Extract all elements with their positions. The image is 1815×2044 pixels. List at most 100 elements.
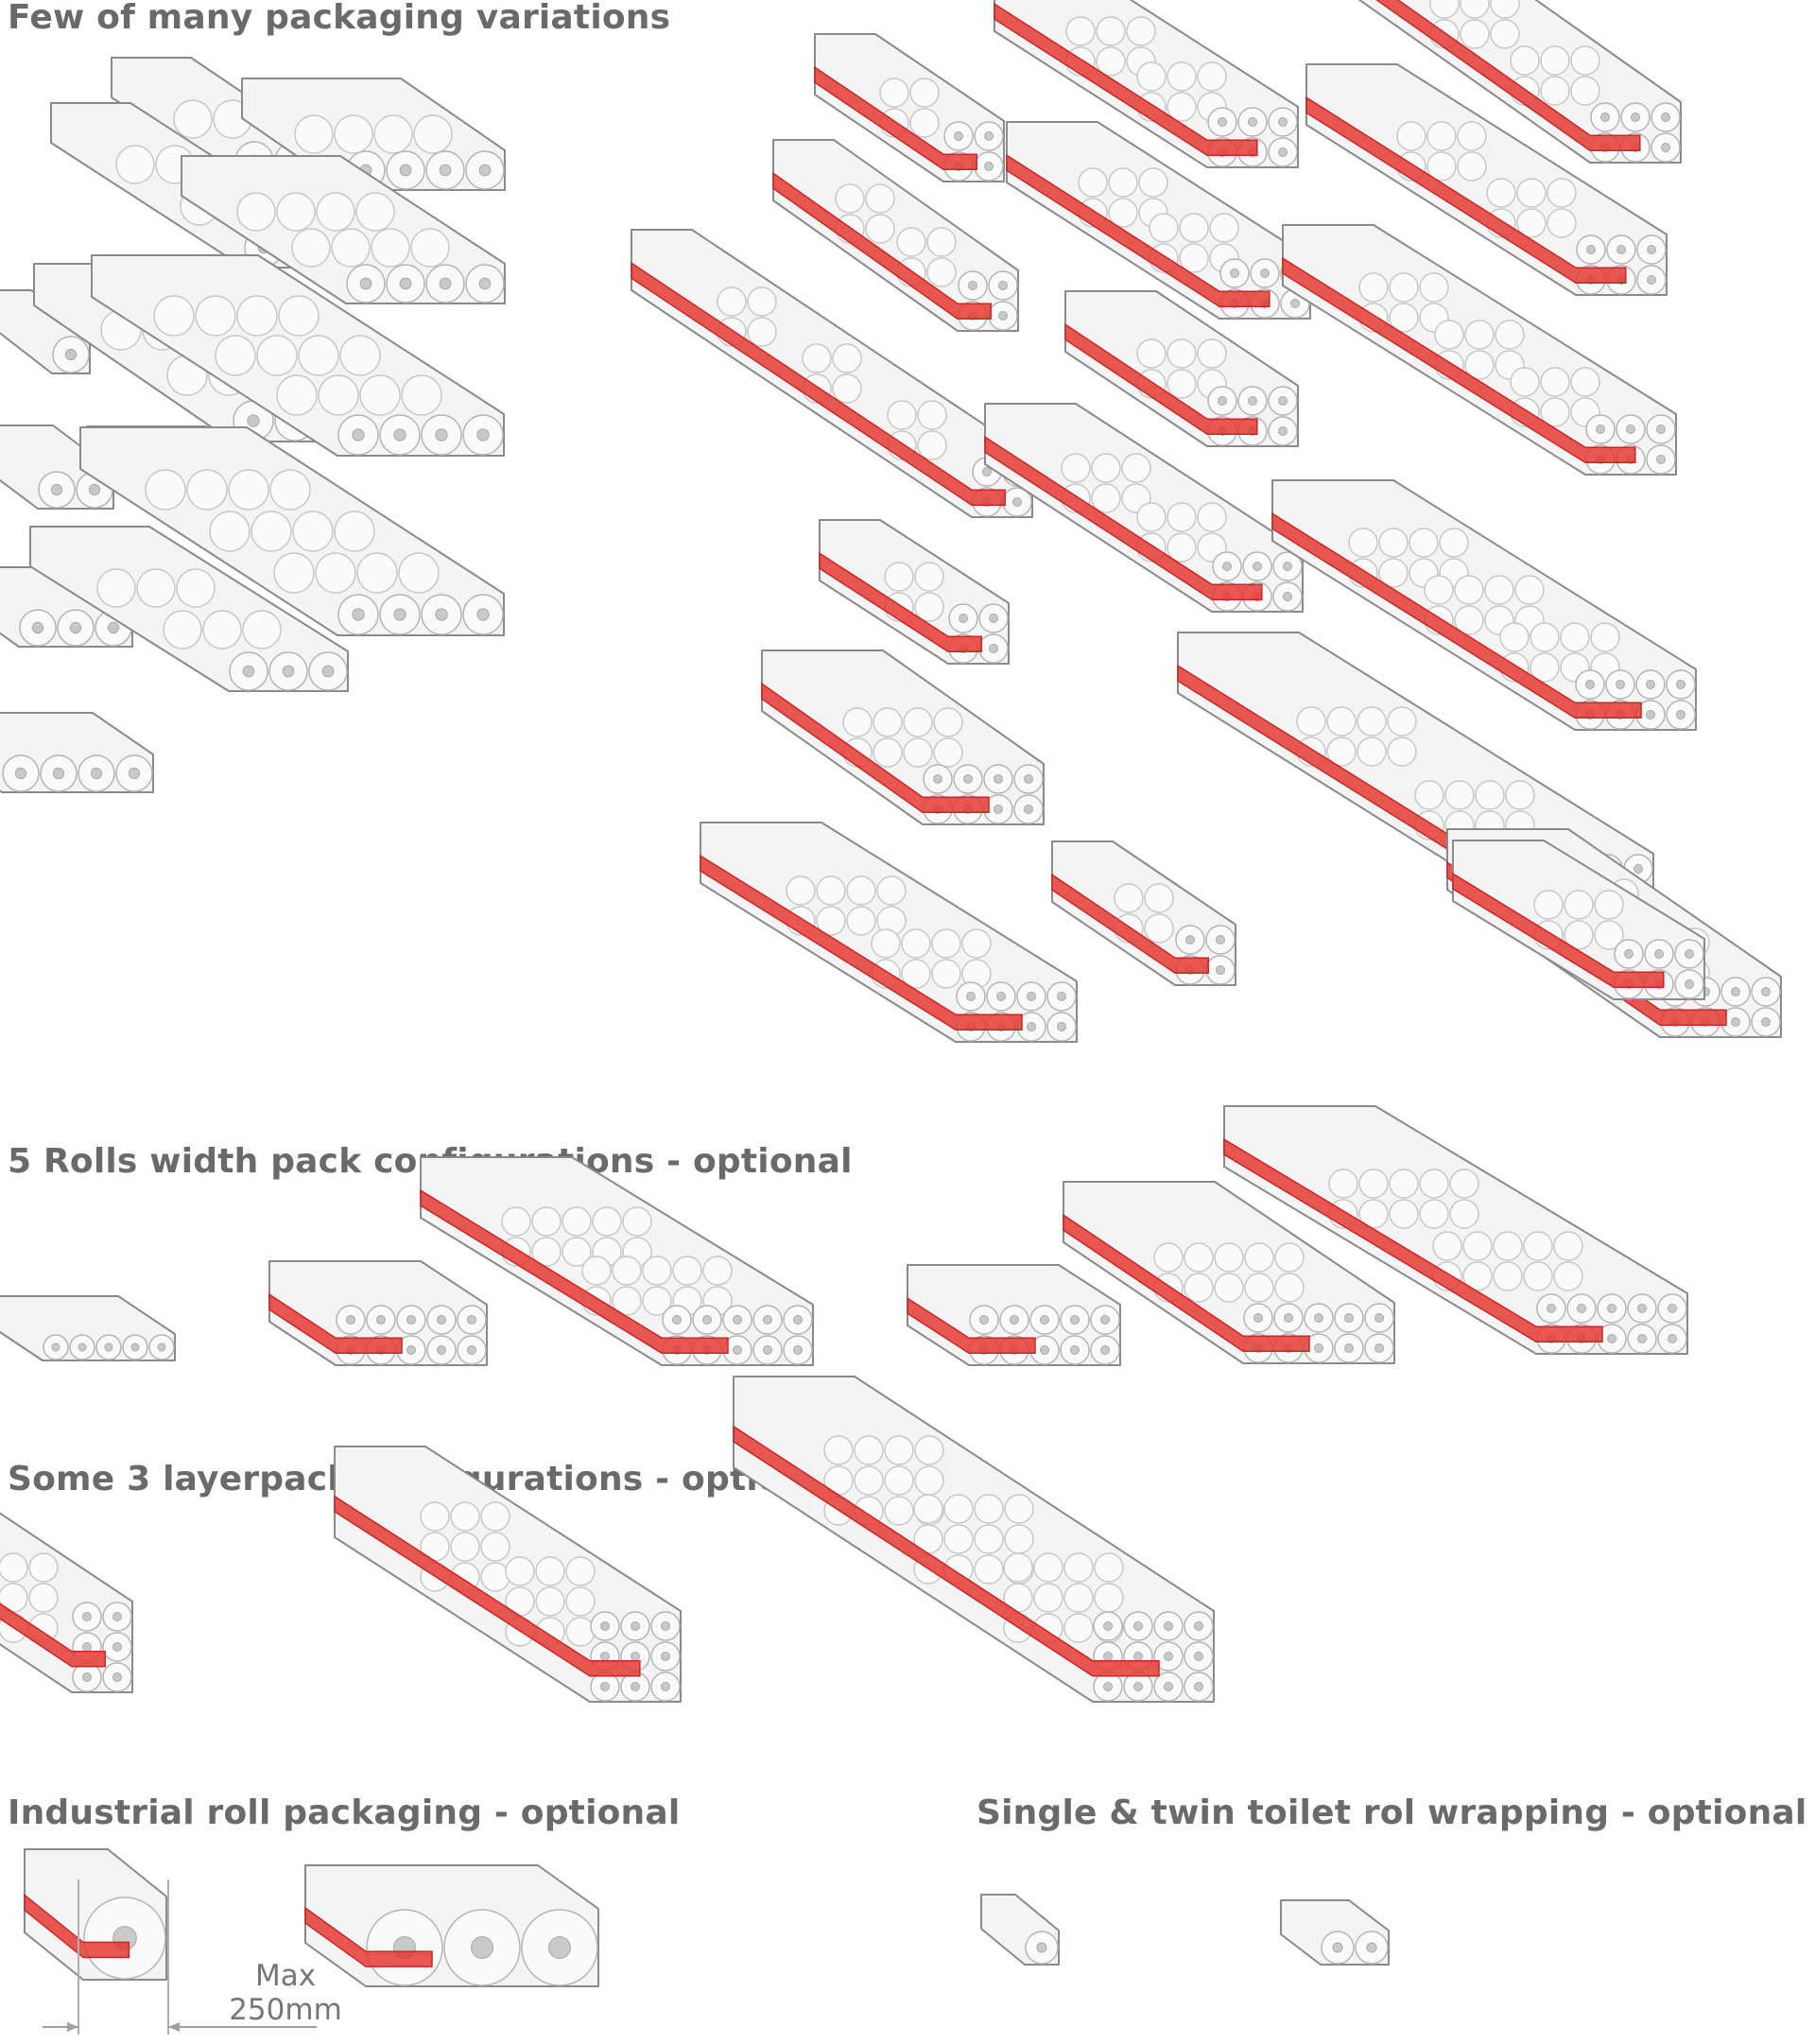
roll-core — [321, 665, 335, 678]
roll-back — [914, 1435, 944, 1465]
roll-core — [352, 428, 365, 442]
roll-pack — [819, 519, 1010, 665]
roll-core — [471, 1936, 493, 1959]
roll-back — [622, 1206, 652, 1237]
roll-back — [256, 335, 298, 376]
roll-core — [1103, 1652, 1113, 1661]
roll-core — [406, 1345, 416, 1355]
roll-core — [733, 1315, 742, 1325]
roll-back — [1419, 1169, 1449, 1199]
roll-core — [478, 277, 492, 290]
roll-back — [1553, 1231, 1583, 1261]
roll-back — [1184, 1242, 1214, 1273]
roll-back — [823, 1435, 854, 1465]
roll-back — [28, 1552, 59, 1583]
roll-back — [1464, 320, 1495, 350]
roll-back — [1424, 575, 1454, 605]
roll-back — [1096, 46, 1126, 77]
film-wrap — [1305, 63, 1668, 296]
roll-core — [702, 1315, 712, 1325]
roll-pack — [1051, 840, 1236, 986]
roll-core — [478, 164, 492, 177]
roll-core — [1024, 805, 1033, 814]
roll-core — [1133, 1652, 1143, 1661]
roll-back — [1540, 76, 1570, 106]
roll-core — [1218, 396, 1227, 406]
roll-back — [832, 373, 862, 404]
roll-pack — [907, 1264, 1121, 1366]
roll-back — [926, 257, 957, 287]
roll-core — [1284, 1313, 1293, 1323]
roll-core — [1194, 1682, 1203, 1691]
roll-back — [1094, 1583, 1124, 1613]
roll-back — [914, 562, 944, 592]
roll-core — [1731, 1017, 1740, 1027]
roll-core — [959, 614, 968, 623]
roll-core — [954, 131, 963, 141]
roll-back — [565, 1556, 596, 1586]
roll-core — [1164, 1682, 1173, 1691]
roll-pack — [1063, 1181, 1395, 1364]
roll-back — [331, 228, 371, 268]
roll-back — [1419, 1199, 1449, 1229]
roll-back — [974, 1494, 1004, 1524]
roll-pack — [772, 139, 1019, 332]
roll-back — [1419, 272, 1449, 303]
roll-back — [1244, 1273, 1274, 1303]
roll-core — [1222, 562, 1232, 571]
roll-back — [276, 192, 316, 232]
roll-back — [1328, 1169, 1358, 1199]
roll-back — [236, 192, 276, 232]
roll-back — [917, 430, 947, 460]
roll-back — [903, 707, 933, 737]
roll-back — [854, 1465, 884, 1496]
roll-back — [1144, 883, 1174, 913]
roll-core — [1647, 275, 1656, 285]
roll-back — [1348, 528, 1378, 558]
roll-back — [747, 317, 777, 347]
roll-core — [439, 164, 452, 177]
roll-core — [1616, 245, 1626, 254]
roll-back — [873, 707, 903, 737]
roll-back — [1540, 367, 1570, 397]
roll-back — [562, 1237, 592, 1267]
roll-core — [1290, 299, 1300, 308]
roll-back — [1358, 272, 1389, 303]
roll-core — [1646, 710, 1655, 719]
roll-core — [661, 1682, 670, 1691]
roll-back — [1495, 320, 1525, 350]
roll-back — [398, 552, 440, 594]
roll-core — [406, 1315, 416, 1325]
roll-back — [1149, 213, 1179, 243]
roll-core — [1314, 1343, 1323, 1353]
roll-pack — [334, 1446, 682, 1703]
roll-core — [52, 767, 65, 780]
roll-pack — [980, 1894, 1060, 1966]
roll-back — [1004, 1524, 1034, 1554]
roll-back — [642, 1286, 672, 1316]
roll-back — [1530, 622, 1560, 652]
carry-handle — [1282, 256, 1636, 463]
roll-back — [802, 343, 832, 373]
roll-back — [717, 286, 747, 317]
roll-back — [1378, 528, 1409, 558]
roll-back — [1091, 483, 1121, 513]
roll-core — [1676, 680, 1685, 689]
roll-core — [994, 805, 1003, 814]
roll-back — [1136, 338, 1167, 369]
roll-back — [1209, 213, 1239, 243]
roll-core — [1283, 562, 1292, 571]
roll-back — [1033, 1552, 1063, 1583]
roll-back — [535, 1556, 565, 1586]
roll-back — [1475, 780, 1505, 810]
roll-core — [1024, 774, 1033, 784]
roll-back — [273, 552, 315, 594]
packs-layer — [0, 0, 1782, 1987]
roll-back — [1078, 167, 1108, 198]
roll-back — [318, 374, 359, 416]
roll-back — [373, 114, 413, 154]
roll-back — [505, 1556, 535, 1586]
roll-core — [600, 1652, 610, 1661]
roll-core — [82, 1612, 92, 1621]
